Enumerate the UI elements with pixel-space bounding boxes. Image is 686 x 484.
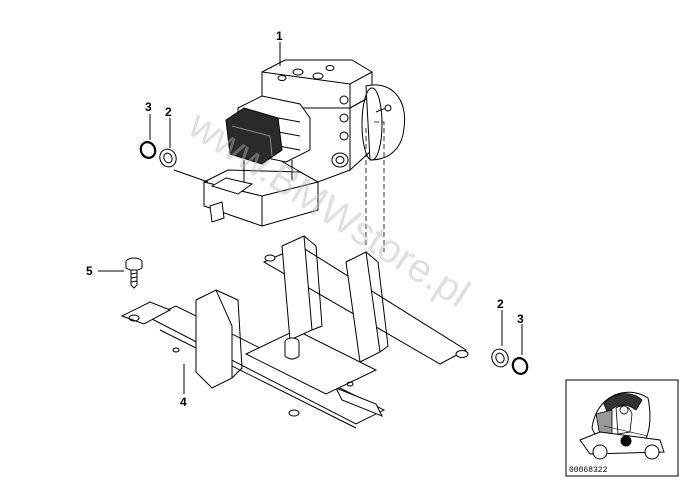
callout-2-right: 2 — [497, 297, 504, 311]
callout-1: 1 — [276, 29, 283, 43]
callout-3-left: 3 — [145, 100, 152, 114]
callout-5: 5 — [86, 264, 93, 278]
callout-3-right: 3 — [517, 312, 524, 326]
o-ring-left — [139, 141, 157, 159]
vehicle-inset: 00068322 — [565, 379, 679, 477]
alignment-lines — [365, 121, 385, 252]
leader-lines — [98, 42, 523, 394]
abs-hydraulic-unit — [203, 59, 406, 227]
washer-right — [491, 348, 509, 368]
screw — [125, 257, 143, 289]
callout-4: 4 — [180, 395, 187, 409]
mounting-bracket — [120, 235, 469, 429]
reference-number: 00068322 — [569, 466, 608, 475]
washer-left — [159, 148, 177, 168]
location-marker-icon — [620, 435, 632, 447]
callout-2-left: 2 — [165, 105, 172, 119]
o-ring-right — [511, 357, 529, 375]
